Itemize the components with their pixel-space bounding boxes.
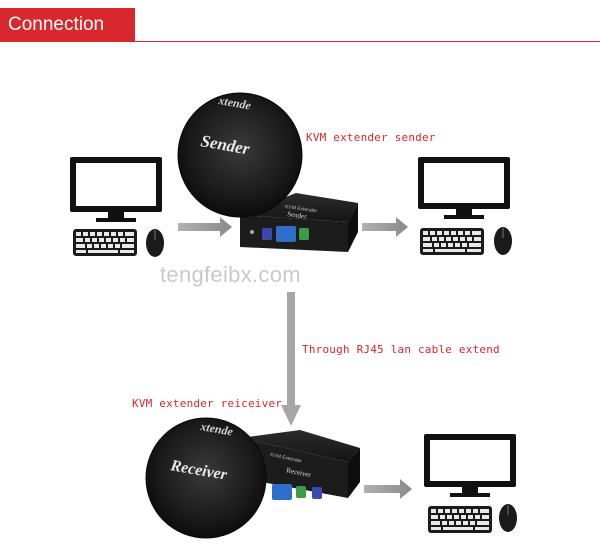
arrow-right-icon <box>362 217 408 237</box>
monitor-icon <box>418 157 510 219</box>
keyboard-icon <box>420 228 484 255</box>
arrow-right-icon <box>364 479 412 499</box>
sender-body-label: Sender <box>287 210 308 221</box>
receiver-label: KVM extender reiceiver <box>132 397 283 410</box>
receiver-zoom-lens: xtende Receiver <box>145 417 267 539</box>
receiver-zoom-top-text: xtende <box>198 419 234 439</box>
sender-zoom-lens: xtende Sender <box>177 92 303 218</box>
arrow-right-icon <box>178 217 232 237</box>
sender-zoom-top-text: xtende <box>216 93 252 113</box>
monitor-icon <box>70 157 162 222</box>
remote-console <box>424 434 517 533</box>
keyboard-icon <box>73 229 137 256</box>
watermark: tengfeibx.com <box>160 262 301 287</box>
sender-device: Sender KVM Extender <box>240 193 358 252</box>
keyboard-icon <box>428 506 492 533</box>
source-computer <box>70 157 164 257</box>
sender-label: KVM extender sender <box>306 131 436 144</box>
arrow-down-icon <box>281 292 301 426</box>
receiver-device: Receiver KVM Extender <box>240 430 360 500</box>
sender-brand-label: KVM Extender <box>285 204 318 214</box>
monitor-icon <box>424 434 516 497</box>
section-title: Connection <box>0 8 135 42</box>
mouse-icon <box>499 504 517 532</box>
mouse-icon <box>494 227 512 255</box>
cable-label: Through RJ45 lan cable extend <box>302 343 500 356</box>
mouse-icon <box>146 229 164 257</box>
local-console <box>418 157 512 255</box>
section-title-rule <box>135 41 600 42</box>
